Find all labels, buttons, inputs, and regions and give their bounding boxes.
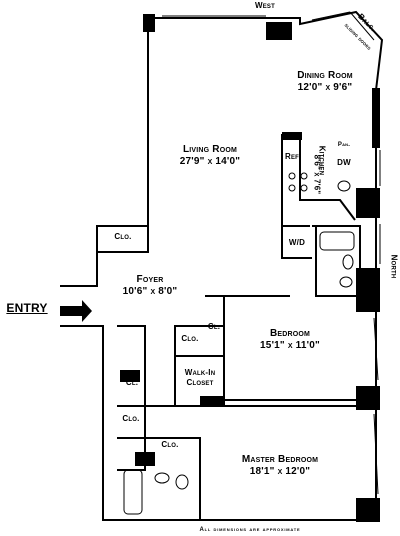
wall-column xyxy=(356,268,380,312)
entry-arrow xyxy=(60,300,92,322)
foyer-closet xyxy=(97,225,149,253)
compass-west: West xyxy=(254,1,276,10)
closet-bedroom-hall: Clo. xyxy=(181,334,199,343)
bedroom-name: Bedroom xyxy=(269,328,311,339)
wall-column xyxy=(282,132,302,140)
wall-column xyxy=(120,370,140,382)
living-room-dims: 27'9" x 14'0" xyxy=(179,156,241,167)
burner xyxy=(288,184,296,192)
master-bath xyxy=(117,437,201,520)
toilet xyxy=(342,254,354,270)
window xyxy=(373,317,379,381)
walk-in-closet-line2: Closet xyxy=(186,378,214,387)
wd-label: W/D xyxy=(288,238,306,247)
kitchen-dims: 8'6" x 7'6" xyxy=(312,154,322,195)
closet-hall-1: Cl. xyxy=(125,378,139,387)
exterior-wall-west xyxy=(60,18,149,287)
living-room-name: Living Room xyxy=(182,144,238,155)
master-bedroom-name: Master Bedroom xyxy=(241,454,319,465)
walk-in-closet-line1: Walk-In xyxy=(184,368,216,377)
bathtub xyxy=(123,469,143,515)
dishwasher-label: DW xyxy=(337,158,351,167)
entry-label: ENTRY xyxy=(6,301,48,315)
wall-column xyxy=(356,188,380,218)
compass-north: North xyxy=(389,254,399,279)
bathtub xyxy=(319,231,355,251)
wd-wall xyxy=(281,226,312,259)
sink xyxy=(154,472,170,484)
toilet xyxy=(175,474,189,490)
burner xyxy=(300,172,308,180)
master-bedroom-dims: 18'1" x 12'0" xyxy=(249,466,311,477)
sink xyxy=(339,276,353,288)
burner xyxy=(300,184,308,192)
dining-room-dims: 12'0" x 9'6" xyxy=(297,82,353,93)
hall-closets xyxy=(117,325,146,471)
balcony-door xyxy=(311,11,375,41)
wall-column xyxy=(356,498,380,522)
bedroom-dims: 15'1" x 11'0" xyxy=(260,340,320,351)
foyer-name: Foyer xyxy=(136,274,164,285)
ref-label: Ref xyxy=(284,152,300,161)
wall-column xyxy=(266,22,292,40)
closet-foyer: Clo. xyxy=(114,232,132,241)
sink xyxy=(337,180,351,192)
pantry-label: Pan. xyxy=(337,142,351,148)
wall-column xyxy=(200,396,224,406)
closet-master: Clo. xyxy=(161,440,179,449)
window xyxy=(373,413,379,495)
wall-column xyxy=(143,14,155,32)
dining-room-name: Dining Room xyxy=(297,70,353,81)
wall-column xyxy=(135,452,155,466)
wall-column xyxy=(372,88,380,148)
exterior-wall xyxy=(60,10,384,521)
closet-hall-2: Clo. xyxy=(122,414,140,423)
kitchen-wall xyxy=(281,134,310,227)
wall-column xyxy=(356,386,380,410)
foyer-dims: 10'6" x 8'0" xyxy=(122,286,178,297)
footer-note: All dimensions are approximate xyxy=(199,527,301,533)
burner xyxy=(288,172,296,180)
closet-bedroom-inner: Cl. xyxy=(207,322,221,331)
